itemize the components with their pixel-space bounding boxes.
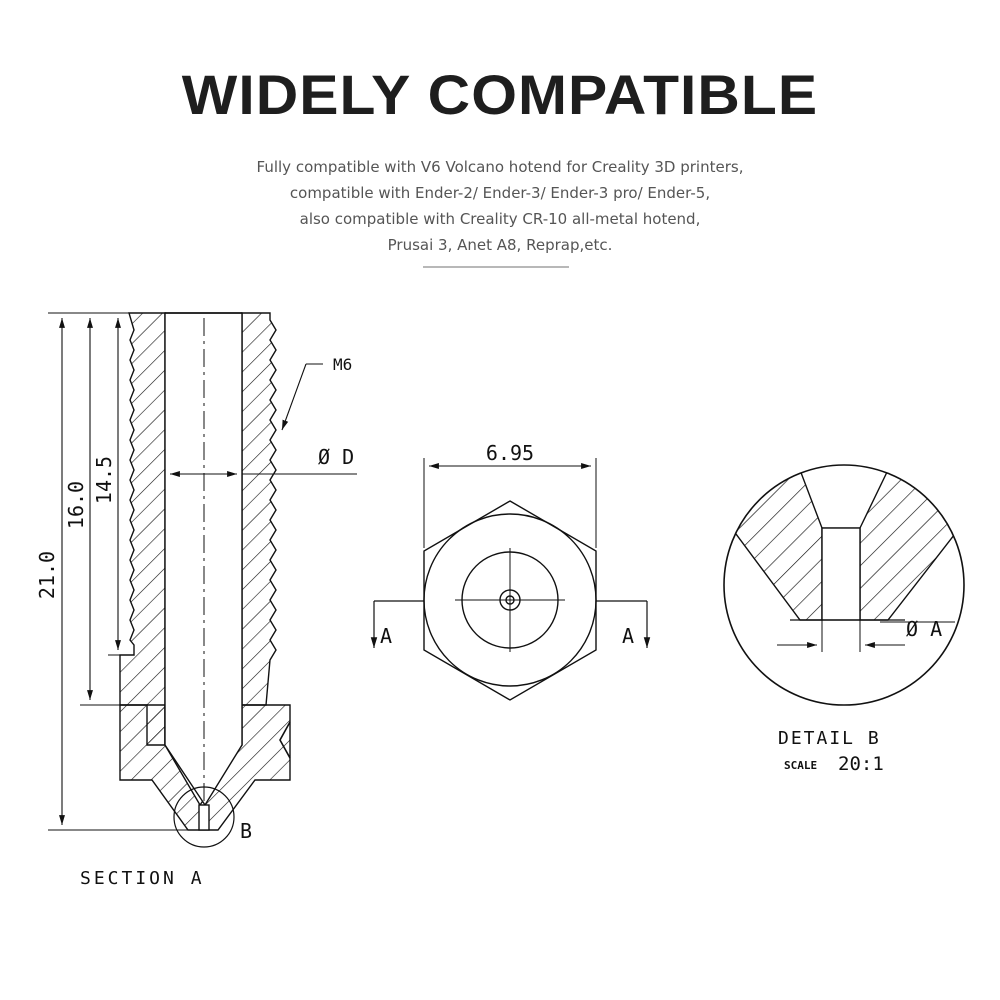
nozzle-orifice [198, 804, 210, 831]
detail-caption: DETAIL B [778, 728, 881, 749]
detail-marker-label: B [240, 819, 252, 843]
thread-leader [281, 363, 307, 431]
section-view [48, 312, 357, 848]
scale-word: SCALE [784, 759, 817, 772]
bore-diameter-label: Ø D [318, 445, 354, 469]
description-line: Fully compatible with V6 Volcano hotend … [256, 158, 744, 176]
top-view [370, 458, 651, 701]
dim-21-label: 21.0 [35, 551, 59, 599]
page-title: WIDELY COMPATIBLE [181, 63, 819, 126]
detail-view [723, 464, 965, 706]
hex-outline [423, 500, 597, 701]
nozzle-right-wall [241, 312, 277, 706]
nozzle-left-wall [119, 312, 166, 746]
section-mark-right: A [622, 624, 634, 648]
detail-left-wall [724, 465, 823, 621]
dim-16-label: 16.0 [64, 481, 88, 529]
title-divider [423, 266, 569, 268]
section-mark-left: A [380, 624, 392, 648]
thread-label: M6 [333, 355, 352, 374]
hex-inner-circle [423, 513, 597, 687]
orifice-diameter-label: Ø A [906, 617, 942, 641]
compatibility-description: Fully compatible with V6 Volcano hotend … [0, 154, 1000, 258]
detail-orifice [821, 527, 861, 621]
detail-b-circle [173, 786, 235, 848]
scale-value: 20:1 [838, 753, 884, 775]
width-dim-label: 6.95 [486, 441, 534, 465]
section-caption: SECTION A [80, 868, 205, 889]
detail-circle [723, 464, 965, 706]
description-line: also compatible with Creality CR-10 all-… [299, 210, 701, 228]
description-line: Prusai 3, Anet A8, Reprap,etc. [387, 236, 613, 254]
description-line: compatible with Ender-2/ Ender-3/ Ender-… [289, 184, 711, 202]
detail-right-wall [859, 465, 964, 621]
dim-14-5-label: 14.5 [92, 456, 116, 504]
